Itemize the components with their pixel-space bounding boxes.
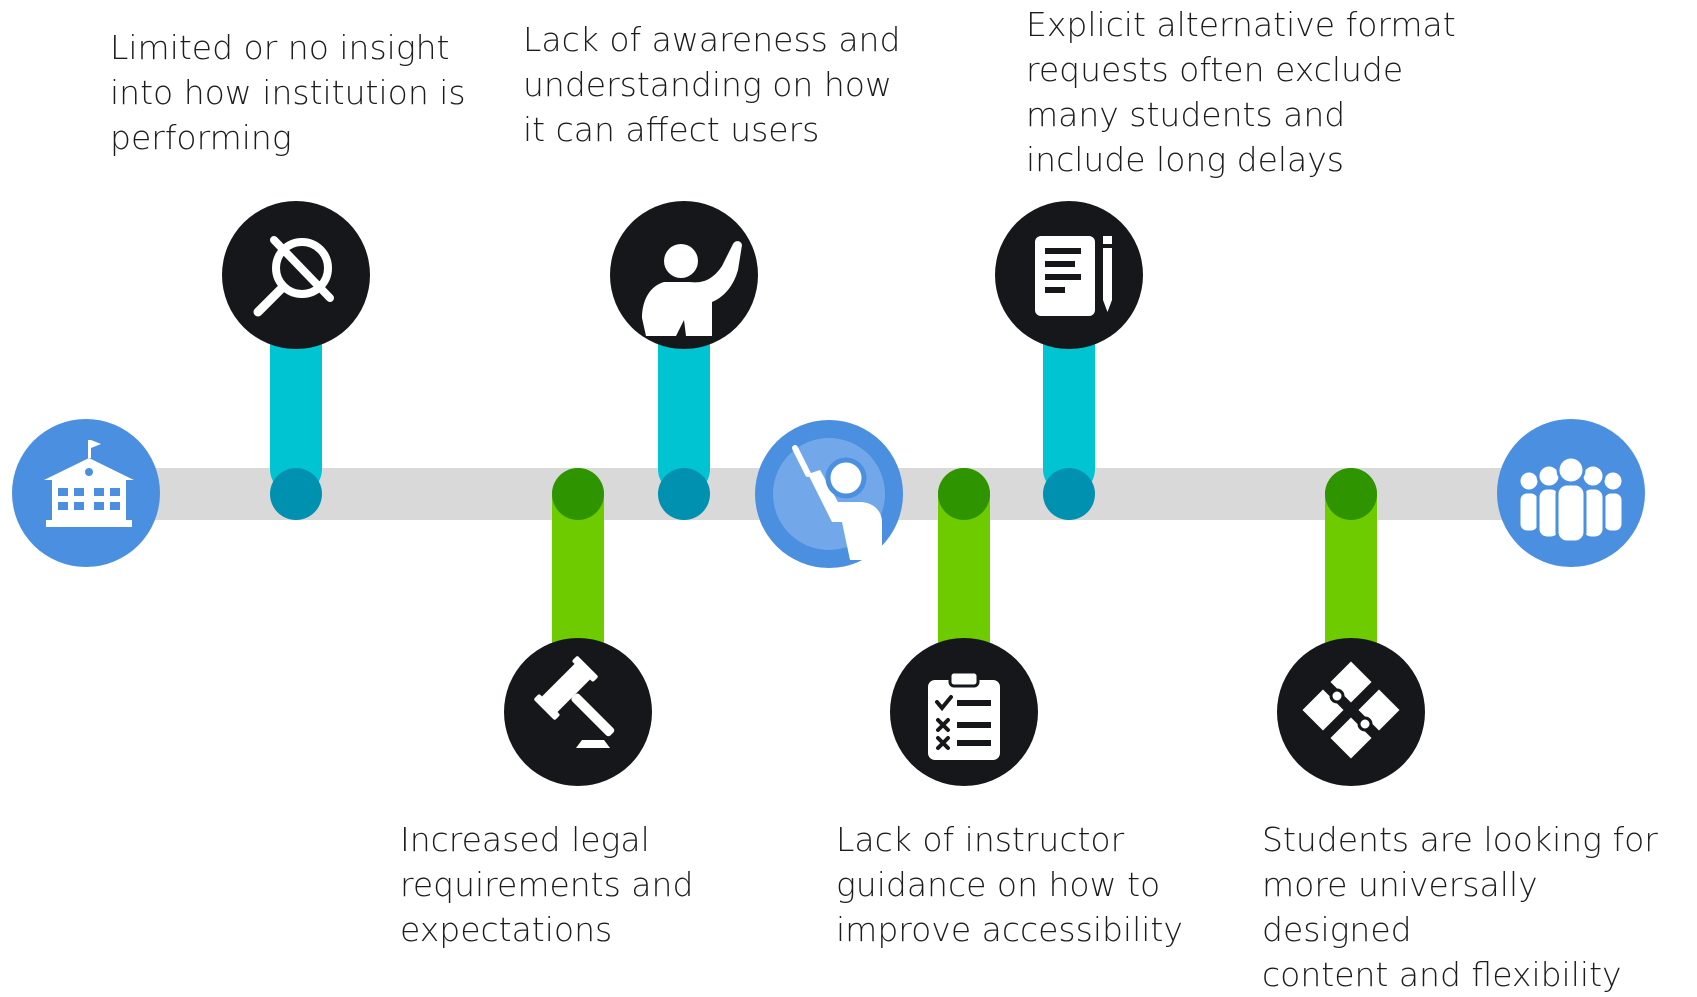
endpoint-group	[1497, 419, 1645, 567]
milestone-stems	[270, 318, 1377, 688]
gavel-icon	[534, 656, 615, 748]
caption-insight: Limited or no insight into how instituti…	[110, 28, 466, 157]
endpoint-teacher	[755, 420, 903, 568]
joint-insight	[270, 468, 322, 520]
joint-format	[1043, 468, 1095, 520]
milestone-node-guidance	[890, 638, 1038, 786]
caption-format: Explicit alternative format requests oft…	[1026, 5, 1456, 179]
caption-legal: Increased legal requirements and expecta…	[400, 820, 694, 949]
stem-guidance	[938, 468, 990, 688]
milestone-node-legal	[504, 638, 652, 786]
accessibility-timeline: Limited or no insight into how instituti…	[12, 5, 1658, 994]
magnifier-slash-icon	[253, 236, 334, 317]
joint-awareness	[658, 468, 710, 520]
stem-insight	[270, 318, 322, 495]
raised-hand-icon	[642, 241, 742, 336]
caption-awareness: Lack of awareness and understanding on h…	[523, 20, 901, 149]
puzzle-pieces-icon	[1298, 657, 1404, 763]
joint-guidance	[938, 468, 990, 520]
milestone-node-design	[1277, 638, 1425, 786]
endpoint-school	[12, 419, 160, 567]
caption-guidance: Lack of instructor guidance on how to im…	[836, 820, 1183, 949]
joint-legal	[552, 468, 604, 520]
milestone-joints	[270, 468, 1377, 520]
caption-design: Students are looking for more universall…	[1262, 820, 1658, 994]
stem-awareness	[658, 318, 710, 495]
document-pen-icon	[1035, 236, 1112, 316]
student-group-icon	[1517, 455, 1625, 544]
checklist-clipboard-icon	[928, 670, 1000, 760]
milestone-node-awareness	[610, 201, 758, 349]
timeline-diagram	[12, 201, 1645, 786]
teacher-pointing-icon	[792, 445, 882, 560]
stem-design	[1325, 468, 1377, 688]
milestone-node-format	[995, 201, 1143, 349]
milestone-node-insight	[222, 201, 370, 349]
joint-design	[1325, 468, 1377, 520]
stem-format	[1043, 318, 1095, 495]
stem-legal	[552, 468, 604, 688]
